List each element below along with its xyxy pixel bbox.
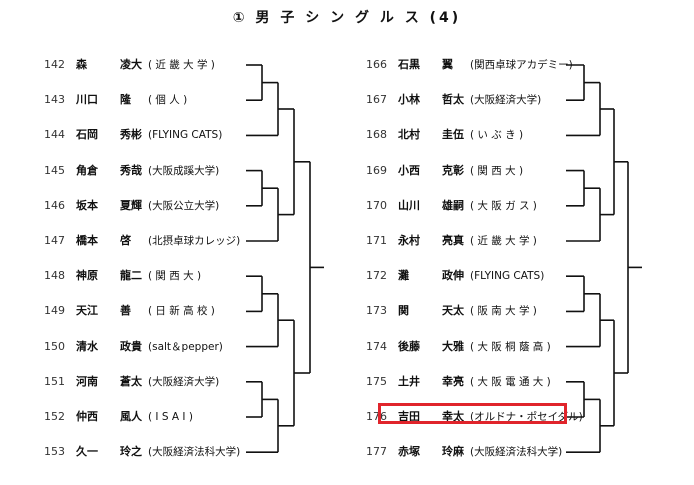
player-surname: 神原 [76, 269, 98, 283]
player-surname: 久一 [76, 445, 98, 459]
player-team: (大阪成蹊大学) [148, 164, 220, 177]
player-given-name: 政貴 [120, 339, 142, 353]
player-number: 151 [44, 374, 65, 388]
player-given-name: 善 [120, 304, 131, 318]
player-surname: 永村 [398, 234, 420, 247]
player-given-name: 凌大 [120, 58, 142, 71]
player-team: (大阪経済法科大学) [148, 446, 241, 459]
player-given-name: 夏輝 [120, 198, 142, 212]
player-surname: 小林 [398, 93, 420, 107]
player-number: 153 [44, 445, 65, 459]
player-team: (salt＆pepper) [148, 340, 223, 353]
player-given-name: 風人 [120, 410, 142, 423]
player-number: 143 [44, 93, 65, 107]
player-surname: 関 [398, 304, 409, 318]
player-number: 167 [366, 93, 387, 107]
player-given-name: 哲太 [442, 93, 464, 107]
player-team: ( 阪 南 大 学 ) [470, 305, 537, 318]
player-surname: 北村 [398, 128, 420, 142]
player-surname: 仲西 [76, 410, 98, 423]
player-team: (関西卓球アカデミー) [470, 59, 573, 71]
player-number: 166 [366, 58, 387, 71]
player-given-name: 幸太 [442, 410, 464, 423]
highlight-box [378, 403, 567, 424]
player-given-name: 大雅 [442, 339, 464, 353]
player-number: 146 [44, 198, 65, 212]
player-surname: 河南 [76, 374, 98, 388]
player-team: (大阪公立大学) [148, 199, 220, 212]
player-given-name: 玲之 [120, 445, 142, 459]
player-number: 152 [44, 410, 65, 423]
player-team: (北摂卓球カレッジ) [148, 235, 241, 247]
player-team: ( I S A I ) [148, 411, 193, 423]
player-given-name: 蒼太 [120, 374, 142, 388]
player-team: ( 大 阪 電 通 大 ) [470, 375, 551, 388]
player-surname: 土井 [398, 374, 420, 388]
player-surname: 山川 [398, 198, 420, 212]
player-number: 142 [44, 58, 65, 71]
player-number: 174 [366, 339, 387, 353]
player-team: (FLYING CATS) [148, 129, 223, 142]
player-surname: 吉田 [398, 410, 420, 423]
player-number: 171 [366, 234, 387, 247]
player-number: 173 [366, 304, 387, 318]
player-number: 177 [366, 445, 387, 459]
player-number: 149 [44, 304, 65, 318]
page-title: ① 男 子 シ ン グ ル ス (4) [232, 10, 462, 26]
player-given-name: 雄嗣 [442, 198, 464, 212]
player-team: (オルドナ・ポセイダル) [470, 411, 583, 423]
player-team: ( 大 阪 桐 蔭 高 ) [470, 340, 551, 353]
player-number: 168 [366, 128, 387, 142]
player-given-name: 圭伍 [442, 128, 464, 142]
player-team: ( 近 畿 大 学 ) [470, 235, 537, 247]
player-number: 148 [44, 269, 65, 283]
player-team: ( 個 人 ) [148, 94, 188, 107]
player-surname: 小西 [398, 163, 420, 177]
player-surname: 石黒 [398, 58, 420, 71]
player-number: 172 [366, 269, 387, 283]
player-team: ( 近 畿 大 学 ) [148, 59, 215, 71]
player-number: 145 [44, 163, 65, 177]
player-surname: 石岡 [76, 128, 98, 142]
player-team: (FLYING CATS) [470, 270, 545, 283]
player-surname: 赤塚 [398, 445, 420, 459]
player-surname: 天江 [76, 304, 98, 318]
player-number: 176 [366, 410, 387, 423]
player-surname: 灘 [398, 269, 409, 283]
player-team: (大阪経済大学) [148, 375, 220, 388]
player-given-name: 龍二 [120, 269, 142, 283]
player-number: 175 [366, 374, 387, 388]
player-given-name: 玲麻 [442, 445, 464, 459]
player-team: (大阪経済大学) [470, 94, 542, 107]
player-given-name: 幸亮 [442, 374, 464, 388]
player-number: 147 [44, 234, 65, 247]
player-given-name: 克彰 [442, 163, 464, 177]
player-team: (大阪経済法科大学) [470, 446, 563, 459]
player-surname: 後藤 [398, 339, 420, 353]
player-given-name: 秀哉 [120, 163, 142, 177]
player-given-name: 啓 [120, 234, 131, 247]
player-surname: 川口 [76, 93, 98, 107]
player-team: ( い ぶ き ) [470, 129, 524, 142]
player-surname: 清水 [76, 339, 98, 353]
player-given-name: 隆 [120, 93, 131, 107]
player-given-name: 亮真 [442, 234, 464, 247]
player-surname: 坂本 [76, 198, 98, 212]
player-given-name: 天太 [442, 304, 464, 318]
player-number: 150 [44, 339, 65, 353]
player-given-name: 政伸 [442, 269, 464, 283]
player-team: ( 大 阪 ガ ス ) [470, 199, 537, 212]
player-team: ( 日 新 高 校 ) [148, 305, 215, 318]
player-team: ( 関 西 大 ) [470, 164, 524, 177]
player-number: 144 [44, 128, 65, 142]
player-surname: 森 [76, 58, 87, 71]
player-team: ( 関 西 大 ) [148, 270, 202, 283]
player-given-name: 翼 [442, 58, 453, 71]
player-surname: 角倉 [76, 163, 98, 177]
player-number: 170 [366, 198, 387, 212]
player-given-name: 秀彬 [120, 128, 142, 142]
player-surname: 橋本 [76, 234, 98, 247]
player-number: 169 [366, 163, 387, 177]
